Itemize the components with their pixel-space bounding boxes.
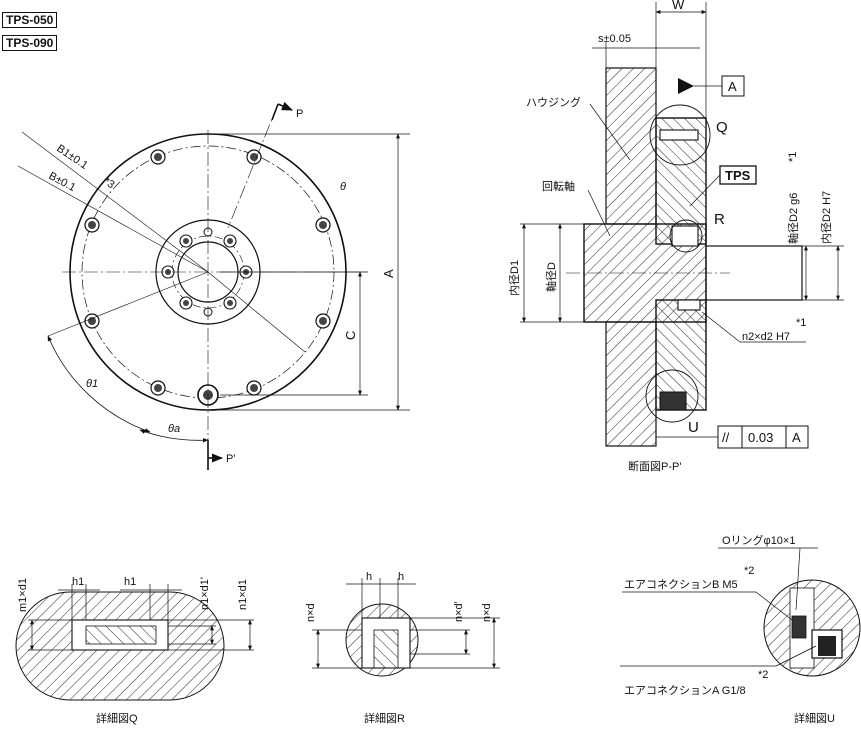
datum-box — [721, 75, 745, 97]
parallel-datum: A — [792, 430, 801, 445]
caption-detail-u: 詳細図U — [794, 711, 835, 725]
label-c-dim: C — [343, 331, 358, 340]
label-housing: ハウジング — [526, 95, 581, 109]
detail-r: n×d h h n×d' n×d 詳細図R — [305, 571, 500, 725]
label-h-a: h — [366, 571, 372, 583]
label-nd: n×d — [305, 603, 317, 622]
detail-u: Oリングφ10×1 *2 エアコネクションB M5 *2 エアコネクションA G… — [620, 533, 861, 725]
label-d2-shaft: 軸径D2 g6 — [786, 193, 800, 244]
model-label-tps-050: TPS-050 — [2, 12, 58, 28]
n2d2-leader — [701, 311, 741, 343]
label-n1d1p: n1×d1' — [199, 577, 211, 610]
label-d2-bore: 内径D2 H7 — [819, 191, 833, 244]
label-h1-b: h1 — [124, 576, 136, 588]
label-note-a: *2 — [758, 669, 768, 681]
air-port-b — [791, 615, 807, 639]
label-h-b: h — [398, 571, 404, 583]
datum-a: A — [728, 79, 737, 94]
outer-bolt-holes — [84, 149, 331, 406]
caption-detail-q: 詳細図Q — [96, 711, 138, 725]
label-note-b: *2 — [744, 565, 754, 577]
air-port-u — [659, 391, 687, 411]
label-theta: θ — [340, 181, 346, 193]
label-n2d2: n2×d2 H7 — [742, 331, 790, 343]
label-air-a: エアコネクションA G1/8 — [624, 684, 746, 697]
dimension-lines-d2 — [802, 245, 844, 301]
label-n1d1: n1×d1 — [237, 579, 249, 610]
label-b1-note: *3 — [101, 176, 116, 192]
label-b1: B1±0.1 — [54, 143, 90, 172]
bolt-r — [671, 225, 699, 247]
section-view: Q R U W s±0.05 A ハウジング 回転軸 TPS 軸径D2 g6 *… — [507, 0, 844, 473]
label-p-prime: P' — [226, 453, 235, 465]
label-theta-a: θa — [168, 423, 180, 435]
detail-circle-r — [669, 219, 703, 253]
detail-q: m1×d1 h1 h1 n1×d1' n1×d1 詳細図Q — [15, 576, 254, 725]
detail-q-dimensions — [28, 584, 254, 651]
label-m1d1: m1×d1 — [17, 578, 29, 612]
label-ndp: n×d' — [453, 601, 465, 622]
label-w: W — [672, 0, 685, 12]
section-caption: 断面図P-P' — [628, 459, 681, 473]
parallel-symbol: // — [722, 430, 730, 445]
label-nd2: n×d — [481, 603, 493, 622]
theta1-arc — [47, 335, 151, 433]
dimension-lines-d1-d — [520, 223, 584, 323]
front-view: P P' θ θ1 θa B1±0.1 *3 B±0.1 A C — [17, 101, 410, 470]
label-d2-note: *1 — [787, 152, 799, 162]
parallel-value: 0.03 — [748, 430, 773, 445]
bolt-q — [659, 129, 699, 141]
datum-triangle — [678, 78, 694, 94]
dimension-lines-a-c — [212, 133, 410, 411]
detail-r-dimensions — [312, 578, 500, 669]
label-h1-a: h1 — [72, 576, 84, 588]
shaft-leader — [587, 189, 611, 237]
label-r: R — [714, 211, 725, 228]
housing-leader — [589, 103, 631, 161]
label-air-b: エアコネクションB M5 — [624, 578, 738, 591]
section-plane-markers — [207, 101, 294, 470]
tps-leader — [689, 174, 721, 207]
caption-detail-r: 詳細図R — [364, 711, 405, 725]
label-n2d2-note: *1 — [796, 317, 806, 329]
label-d: 軸径D — [544, 262, 558, 292]
label-q: Q — [716, 119, 728, 136]
label-u: U — [688, 419, 699, 436]
label-s: s±0.05 — [598, 33, 631, 45]
label-d1: 内径D1 — [507, 260, 521, 296]
housing-upper — [605, 67, 657, 225]
theta-arc — [249, 139, 347, 273]
dimension-lines-w-s — [592, 2, 707, 118]
label-a-dim: A — [381, 269, 396, 278]
detail-circle-u — [645, 369, 699, 423]
label-theta1: θ1 — [86, 378, 98, 390]
label-shaft: 回転軸 — [542, 179, 575, 193]
detail-circle-q — [649, 104, 711, 166]
label-oring: Oリングφ10×1 — [722, 533, 795, 547]
label-p: P — [296, 108, 303, 120]
model-label-tps-090: TPS-090 — [2, 35, 58, 51]
theta-a-arc — [139, 429, 209, 443]
detail-u-leaders — [620, 547, 818, 667]
label-tps: TPS — [725, 168, 751, 183]
pin-hole — [677, 299, 701, 311]
